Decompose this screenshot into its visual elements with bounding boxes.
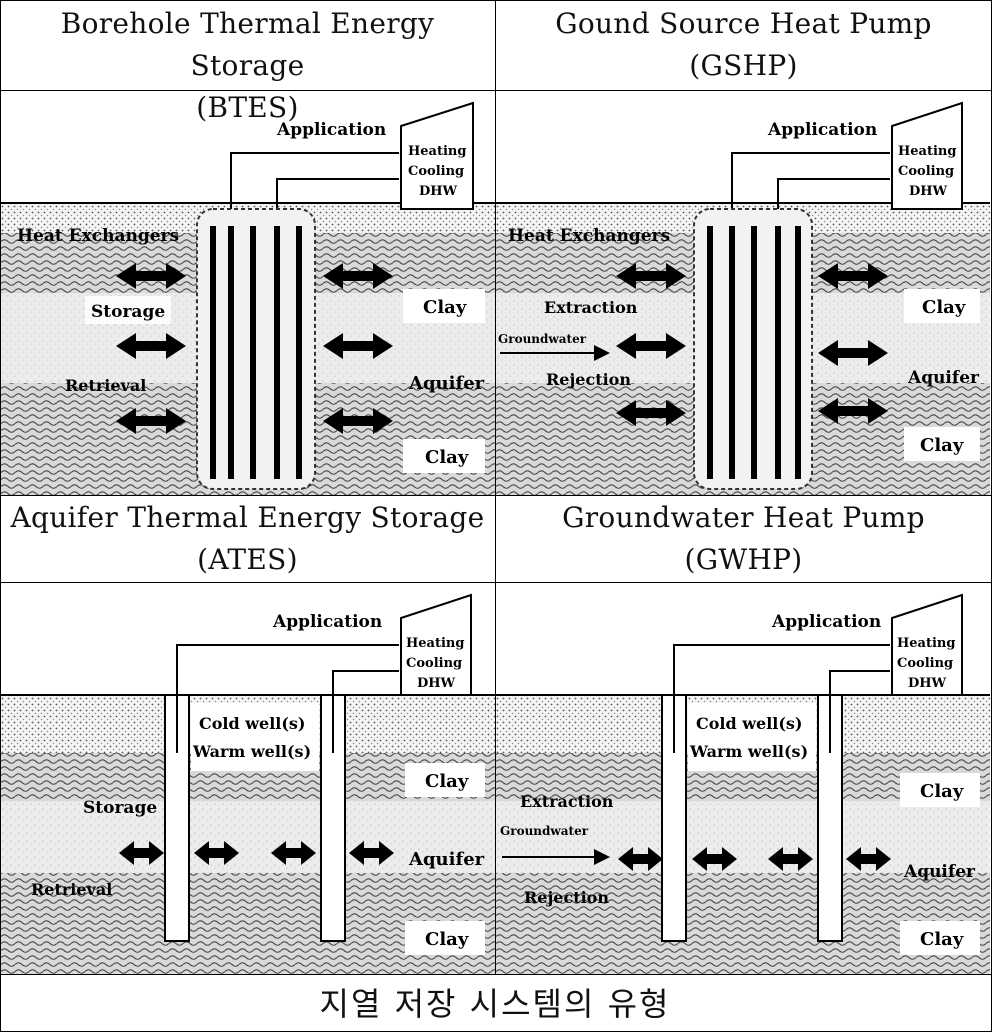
retrieval-label: Retrieval xyxy=(65,376,146,395)
extraction-label: Extraction xyxy=(544,298,638,317)
rejection-label: Rejection xyxy=(546,370,631,389)
table-divider xyxy=(0,974,992,975)
table-divider xyxy=(0,90,992,91)
clay-label: Clay xyxy=(920,929,964,950)
aquifer-label: Aquifer xyxy=(408,373,485,394)
caption-gwhp: Groundwater Heat Pump (GWHP) xyxy=(496,497,991,581)
figure-footer-caption: 지열 저장 시스템의 유형 xyxy=(319,985,671,1023)
cooling-label: Cooling xyxy=(406,656,462,671)
cold-well-label: Cold well(s) xyxy=(199,714,306,733)
caption-title: Groundwater Heat Pump xyxy=(562,501,925,534)
caption-title: Borehole Thermal Energy Storage xyxy=(60,7,435,82)
storage-label: Storage xyxy=(83,798,157,818)
table-divider xyxy=(0,495,992,496)
clay-label: Clay xyxy=(922,297,966,318)
heat-exchangers-label: Heat Exchangers xyxy=(508,226,670,246)
extraction-label: Extraction xyxy=(520,792,614,811)
gwhp-diagram: Application Heating Cooling DHW Cold wel… xyxy=(496,583,990,974)
aquifer-label: Aquifer xyxy=(903,862,976,882)
retrieval-label: Retrieval xyxy=(31,880,112,899)
cold-well-label: Cold well(s) xyxy=(696,714,803,733)
clay-label: Clay xyxy=(920,435,964,456)
btes-diagram: Application Heating Cooling DHW Heat Exc… xyxy=(1,91,495,495)
caption-title: Aquifer Thermal Energy Storage xyxy=(10,501,485,534)
rejection-label: Rejection xyxy=(524,888,609,907)
aquifer-label: Aquifer xyxy=(907,368,980,388)
clay-label: Clay xyxy=(425,447,469,468)
gshp-diagram: Application Heating Cooling DHW Heat Exc… xyxy=(496,91,990,495)
application-label: Application xyxy=(771,612,881,632)
heating-label: Heating xyxy=(898,144,956,159)
groundwater-label: Groundwater xyxy=(498,332,587,346)
dhw-label: DHW xyxy=(908,676,947,691)
caption-abbrev: (ATES) xyxy=(197,543,298,576)
dhw-label: DHW xyxy=(417,676,456,691)
clay-label: Clay xyxy=(425,929,469,950)
caption-abbrev: (GSHP) xyxy=(689,49,798,82)
application-label: Application xyxy=(767,120,877,140)
heat-exchangers-label: Heat Exchangers xyxy=(17,226,179,246)
caption-abbrev: (BTES) xyxy=(196,91,299,124)
cooling-label: Cooling xyxy=(897,656,953,671)
ates-diagram: Application Heating Cooling DHW Cold wel… xyxy=(1,583,495,974)
clay-label: Clay xyxy=(920,781,964,802)
clay-label: Clay xyxy=(423,297,467,318)
clay-label: Clay xyxy=(425,771,469,792)
warm-well-label: Warm well(s) xyxy=(689,742,808,761)
table-divider-vertical xyxy=(495,0,496,974)
application-label: Application xyxy=(272,612,382,632)
caption-btes: Borehole Thermal Energy Storage (BTES) xyxy=(0,3,495,129)
heating-label: Heating xyxy=(406,636,464,651)
warm-well-label: Warm well(s) xyxy=(192,742,311,761)
caption-abbrev: (GWHP) xyxy=(684,543,803,576)
table-divider xyxy=(0,582,992,583)
application-label: Application xyxy=(276,120,386,140)
heating-label: Heating xyxy=(897,636,955,651)
caption-title: Gound Source Heat Pump xyxy=(555,7,932,40)
caption-gshp: Gound Source Heat Pump (GSHP) xyxy=(496,3,991,87)
aquifer-label: Aquifer xyxy=(408,849,485,870)
groundwater-label: Groundwater xyxy=(500,824,589,838)
dhw-label: DHW xyxy=(419,184,458,199)
cooling-label: Cooling xyxy=(408,164,464,179)
heating-label: Heating xyxy=(408,144,466,159)
dhw-label: DHW xyxy=(909,184,948,199)
caption-ates: Aquifer Thermal Energy Storage (ATES) xyxy=(0,497,495,581)
storage-label: Storage xyxy=(91,302,165,322)
cooling-label: Cooling xyxy=(898,164,954,179)
